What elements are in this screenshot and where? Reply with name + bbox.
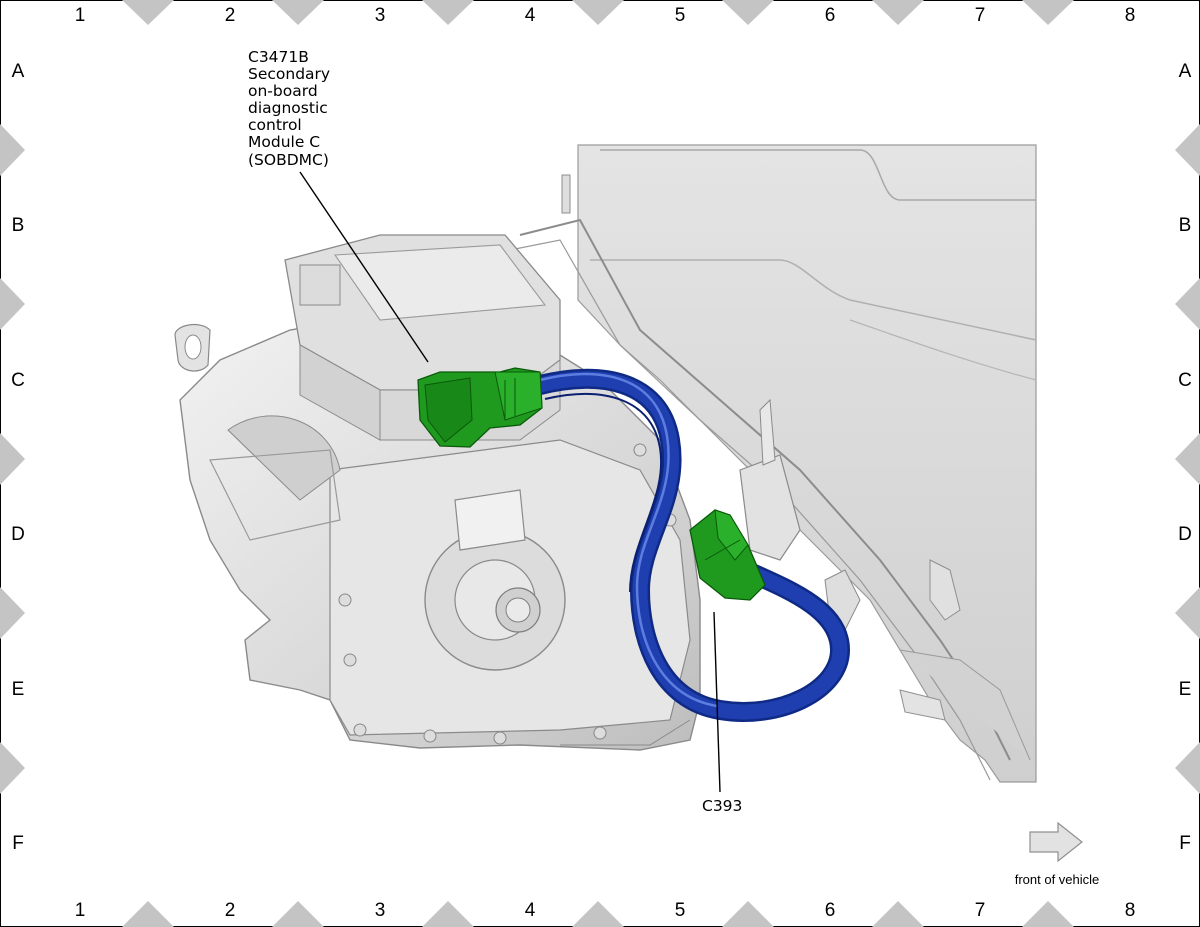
row-label: A bbox=[12, 61, 25, 82]
callout-line: Module C bbox=[248, 133, 320, 151]
column-label: 8 bbox=[1125, 900, 1136, 921]
grid-marker-bottom bbox=[722, 901, 774, 927]
callout-c3471b: C3471B Secondary on-board diagnostic con… bbox=[248, 48, 330, 169]
callout-line: diagnostic bbox=[248, 99, 328, 117]
row-label: D bbox=[11, 524, 25, 545]
row-labels-left: A B C D E F bbox=[11, 61, 25, 854]
battery-housing bbox=[509, 144, 1037, 783]
column-label: 6 bbox=[825, 5, 836, 26]
row-label: E bbox=[1179, 679, 1192, 700]
column-label: 2 bbox=[225, 900, 236, 921]
row-labels-right: A B C D E F bbox=[1178, 61, 1192, 854]
row-label: C bbox=[1178, 370, 1192, 391]
front-of-vehicle-label: front of vehicle bbox=[1015, 872, 1100, 887]
row-label: B bbox=[1179, 215, 1192, 236]
column-label: 1 bbox=[75, 5, 86, 26]
connector-c393 bbox=[689, 509, 766, 601]
right-mounting-bracket bbox=[739, 398, 861, 631]
grid-marker-left bbox=[0, 278, 25, 330]
column-label: 7 bbox=[975, 5, 986, 26]
grid-marker-left bbox=[0, 587, 25, 639]
column-markers bbox=[122, 0, 1074, 927]
grid-marker-bottom bbox=[872, 901, 924, 927]
column-label: 8 bbox=[1125, 5, 1136, 26]
grid-marker-top bbox=[722, 0, 774, 25]
column-label: 4 bbox=[525, 5, 536, 26]
grid-marker-top bbox=[422, 0, 474, 25]
grid-marker-left bbox=[0, 433, 25, 485]
column-label: 1 bbox=[75, 900, 86, 921]
callout-line: on-board bbox=[248, 82, 318, 100]
column-label: 5 bbox=[675, 5, 686, 26]
grid-marker-right bbox=[1175, 433, 1200, 485]
grid-marker-right bbox=[1175, 124, 1200, 176]
column-label: 6 bbox=[825, 900, 836, 921]
column-label: 7 bbox=[975, 900, 986, 921]
grid-marker-top bbox=[272, 0, 324, 25]
leader-line-c3471b bbox=[299, 171, 429, 363]
wire-harness bbox=[530, 368, 851, 722]
column-labels-bottom: 1 2 3 4 5 6 7 8 bbox=[75, 900, 1136, 921]
front-of-vehicle-arrow-icon bbox=[1029, 821, 1083, 863]
row-label: F bbox=[1179, 833, 1191, 854]
row-label: A bbox=[1179, 61, 1192, 82]
row-label: E bbox=[12, 679, 25, 700]
callout-line: C3471B bbox=[248, 48, 309, 66]
row-label: C bbox=[11, 370, 25, 391]
grid-marker-top bbox=[1022, 0, 1074, 25]
grid-marker-left bbox=[0, 124, 25, 176]
grid-marker-right bbox=[1175, 587, 1200, 639]
callout-c393: C393 bbox=[702, 797, 742, 815]
callout-line: (SOBDMC) bbox=[248, 151, 329, 169]
callout-line: Secondary bbox=[248, 65, 330, 83]
row-label: D bbox=[1178, 524, 1192, 545]
grid-marker-left bbox=[0, 742, 25, 794]
row-label: B bbox=[12, 215, 25, 236]
leader-line-c393 bbox=[713, 611, 721, 793]
grid-marker-bottom bbox=[122, 901, 174, 927]
grid-marker-bottom bbox=[272, 901, 324, 927]
column-labels-top: 1 2 3 4 5 6 7 8 bbox=[75, 5, 1136, 26]
grid-marker-top bbox=[872, 0, 924, 25]
grid-marker-top bbox=[572, 0, 624, 25]
grid-marker-right bbox=[1175, 278, 1200, 330]
grid-marker-bottom bbox=[572, 901, 624, 927]
callout-line: control bbox=[248, 116, 302, 134]
column-label: 3 bbox=[375, 900, 386, 921]
connector-c3471b bbox=[417, 367, 543, 448]
row-markers bbox=[0, 124, 1200, 794]
row-label: F bbox=[12, 833, 24, 854]
column-label: 4 bbox=[525, 900, 536, 921]
transmission-housing bbox=[174, 319, 701, 751]
column-label: 3 bbox=[375, 5, 386, 26]
grid-marker-bottom bbox=[422, 901, 474, 927]
grid-marker-top bbox=[122, 0, 174, 25]
column-label: 5 bbox=[675, 900, 686, 921]
grid-marker-right bbox=[1175, 742, 1200, 794]
column-label: 2 bbox=[225, 5, 236, 26]
grid-marker-bottom bbox=[1022, 901, 1074, 927]
